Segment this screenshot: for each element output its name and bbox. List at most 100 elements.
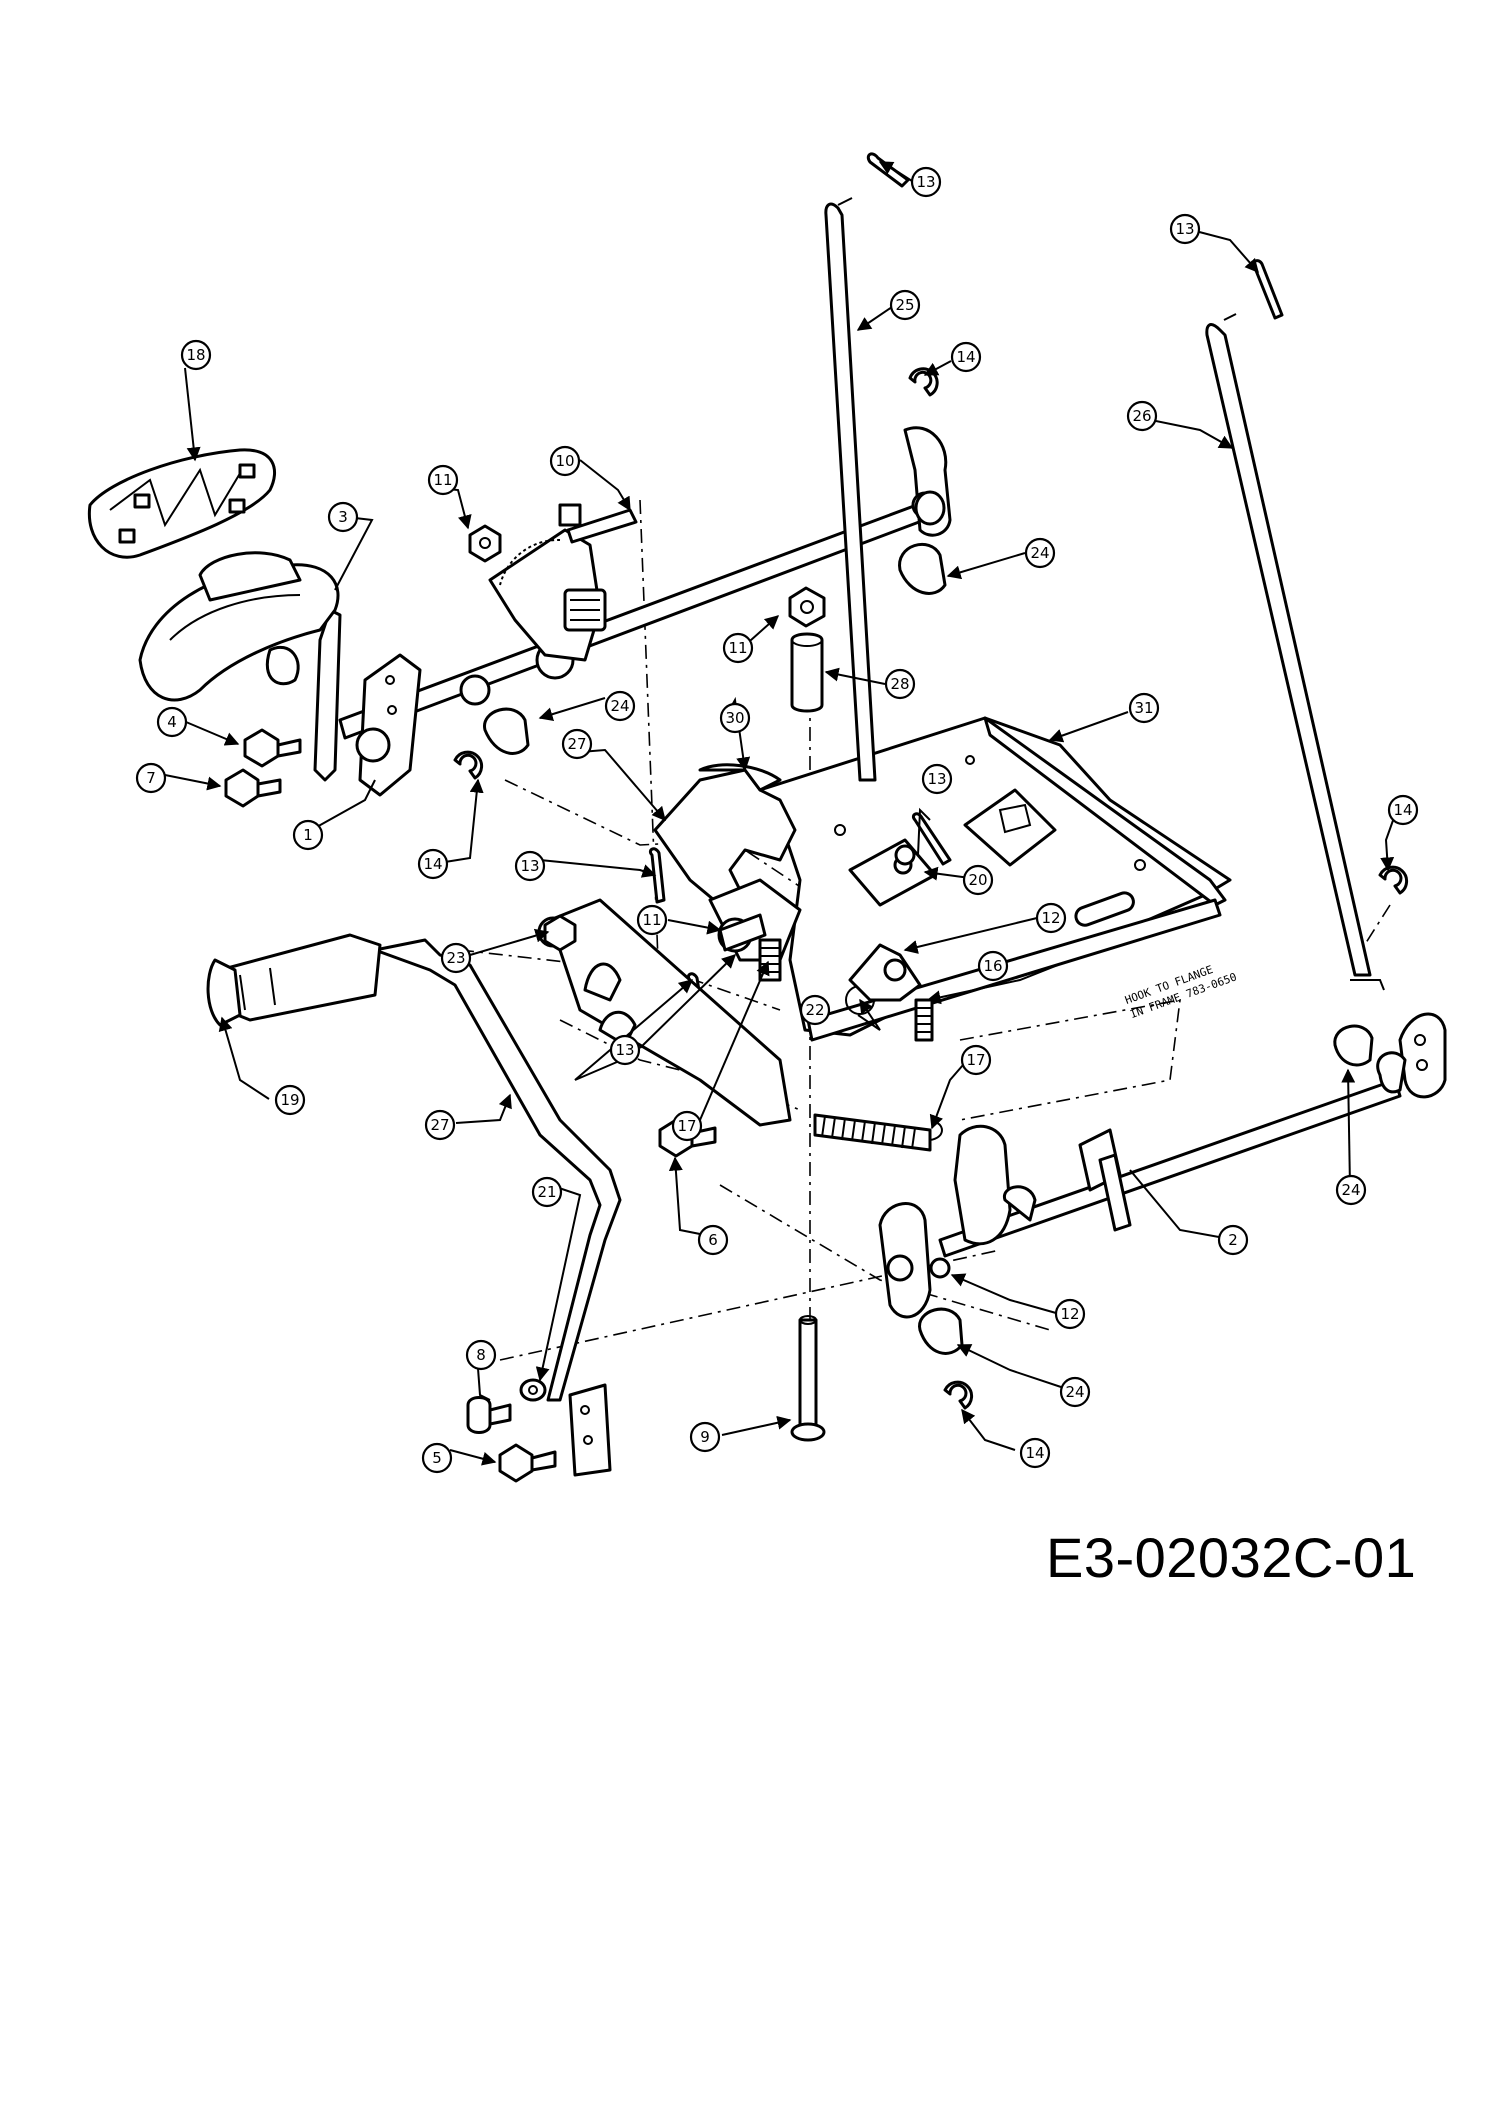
svg-text:8: 8	[476, 1346, 486, 1364]
svg-text:27: 27	[567, 735, 586, 753]
svg-text:17: 17	[677, 1117, 696, 1135]
callout-9: 9	[689, 1421, 721, 1453]
callout-2: 2	[1217, 1224, 1249, 1256]
callout-23: 23	[440, 942, 472, 974]
svg-text:5: 5	[432, 1449, 442, 1467]
callout-20: 20	[962, 864, 994, 896]
callout-12: 12	[1054, 1298, 1086, 1330]
callout-13: 13	[910, 166, 942, 198]
callout-27: 27	[424, 1109, 456, 1141]
pedal-pad	[87, 448, 276, 559]
callout-1: 1	[292, 819, 324, 851]
svg-text:11: 11	[728, 639, 747, 657]
callout-19: 19	[274, 1084, 306, 1116]
svg-text:24: 24	[1030, 544, 1049, 562]
callout-21: 21	[531, 1176, 563, 1208]
callout-24: 24	[1335, 1174, 1367, 1206]
svg-text:26: 26	[1132, 407, 1151, 425]
callout-12: 12	[1035, 902, 1067, 934]
svg-text:23: 23	[446, 949, 465, 967]
callout-15: 16	[977, 950, 1009, 982]
front-shaft	[878, 1012, 1447, 1319]
svg-text:9: 9	[700, 1428, 710, 1446]
callout-7: 7	[135, 762, 167, 794]
svg-text:30: 30	[725, 709, 744, 727]
svg-text:19: 19	[280, 1091, 299, 1109]
svg-text:14: 14	[423, 855, 442, 873]
svg-text:2: 2	[1228, 1231, 1238, 1249]
callout-6: 6	[697, 1224, 729, 1256]
callout-14: 14	[1019, 1437, 1051, 1469]
svg-text:13: 13	[1175, 220, 1194, 238]
callout-31: 31	[1128, 692, 1160, 724]
svg-text:13: 13	[927, 770, 946, 788]
callout-11: 11	[427, 464, 459, 496]
callout-13: 13	[609, 1034, 641, 1066]
callout-24: 24	[1024, 537, 1056, 569]
callout-8: 8	[465, 1339, 497, 1371]
svg-text:25: 25	[895, 296, 914, 314]
pedal-mount	[138, 551, 342, 782]
svg-text:10: 10	[555, 452, 574, 470]
callout-5: 5	[421, 1442, 453, 1474]
svg-text:17: 17	[966, 1051, 985, 1069]
callout-24: 24	[1059, 1376, 1091, 1408]
svg-text:24: 24	[1341, 1181, 1360, 1199]
svg-text:11: 11	[433, 471, 452, 489]
svg-text:22: 22	[805, 1001, 824, 1019]
svg-text:3: 3	[338, 508, 348, 526]
svg-text:1: 1	[303, 826, 313, 844]
callout-14: 14	[1387, 794, 1419, 826]
svg-text:21: 21	[537, 1183, 556, 1201]
callout-3: 3	[327, 501, 359, 533]
svg-text:24: 24	[1065, 1383, 1084, 1401]
svg-text:14: 14	[1025, 1444, 1044, 1462]
callout-18: 18	[180, 339, 212, 371]
svg-text:14: 14	[1393, 801, 1412, 819]
callout-11: 11	[722, 632, 754, 664]
callout-13: 13	[514, 850, 546, 882]
svg-text:13: 13	[916, 173, 935, 191]
center-linkage	[653, 763, 934, 1042]
control-rods	[824, 197, 1385, 991]
svg-text:28: 28	[890, 675, 909, 693]
callout-14: 14	[417, 848, 449, 880]
spring	[813, 1113, 943, 1152]
callout-17: 17	[960, 1044, 992, 1076]
nuts	[468, 503, 582, 563]
lever-arm	[206, 933, 622, 1477]
svg-text:4: 4	[167, 713, 177, 731]
svg-text:7: 7	[146, 769, 156, 787]
callout-11: 11	[636, 904, 668, 936]
svg-text:12: 12	[1060, 1305, 1079, 1323]
svg-text:14: 14	[956, 348, 975, 366]
svg-text:12: 12	[1041, 909, 1060, 927]
svg-text:31: 31	[1134, 699, 1153, 717]
svg-text:18: 18	[186, 346, 205, 364]
frame-note: HOOK TO FLANGE IN FRAME 783-0650	[1123, 963, 1238, 1021]
callout-29: 28	[884, 668, 916, 700]
callout-25: 25	[889, 289, 921, 321]
callout-26: 26	[1126, 400, 1158, 432]
callout-24: 24	[604, 690, 636, 722]
left-bracket	[355, 653, 422, 797]
svg-text:27: 27	[430, 1116, 449, 1134]
callout-30: 30	[719, 702, 751, 734]
svg-text:13: 13	[520, 857, 539, 875]
callout-13: 13	[921, 763, 953, 795]
callout-22: 22	[799, 994, 831, 1026]
svg-text:16: 16	[983, 957, 1002, 975]
svg-text:24: 24	[610, 697, 629, 715]
svg-text:20: 20	[968, 871, 987, 889]
spring-bracket	[488, 508, 638, 662]
svg-text:13: 13	[615, 1041, 634, 1059]
callout-4: 4	[156, 706, 188, 738]
callout-16: 17	[671, 1110, 703, 1142]
callout-13: 13	[1169, 213, 1201, 245]
drawing-code: E3-02032C-01	[1046, 1526, 1417, 1589]
callout-14: 14	[950, 341, 982, 373]
bushings	[483, 542, 1374, 1355]
callout-10: 10	[549, 445, 581, 477]
svg-text:11: 11	[642, 911, 661, 929]
center-pivot	[788, 586, 826, 1442]
